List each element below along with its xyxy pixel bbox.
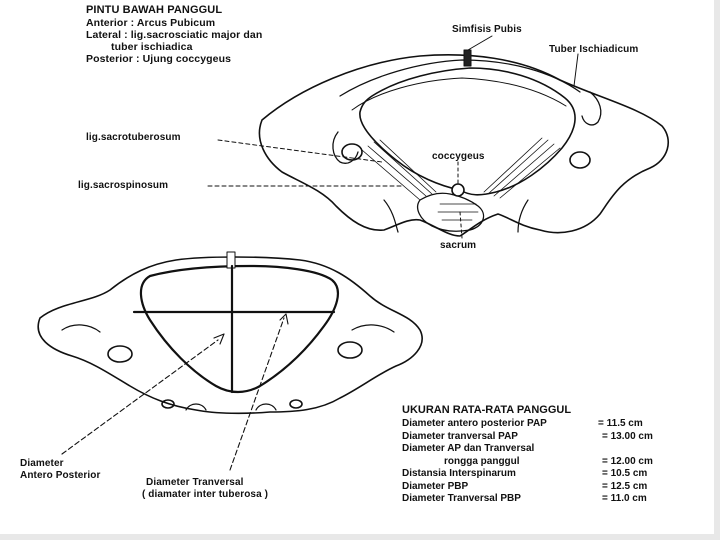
slide-shadow-frame	[0, 0, 720, 540]
pelvic-outlet-slide: PINTU BAWAH PANGGUL Anterior : Arcus Pub…	[0, 0, 720, 540]
